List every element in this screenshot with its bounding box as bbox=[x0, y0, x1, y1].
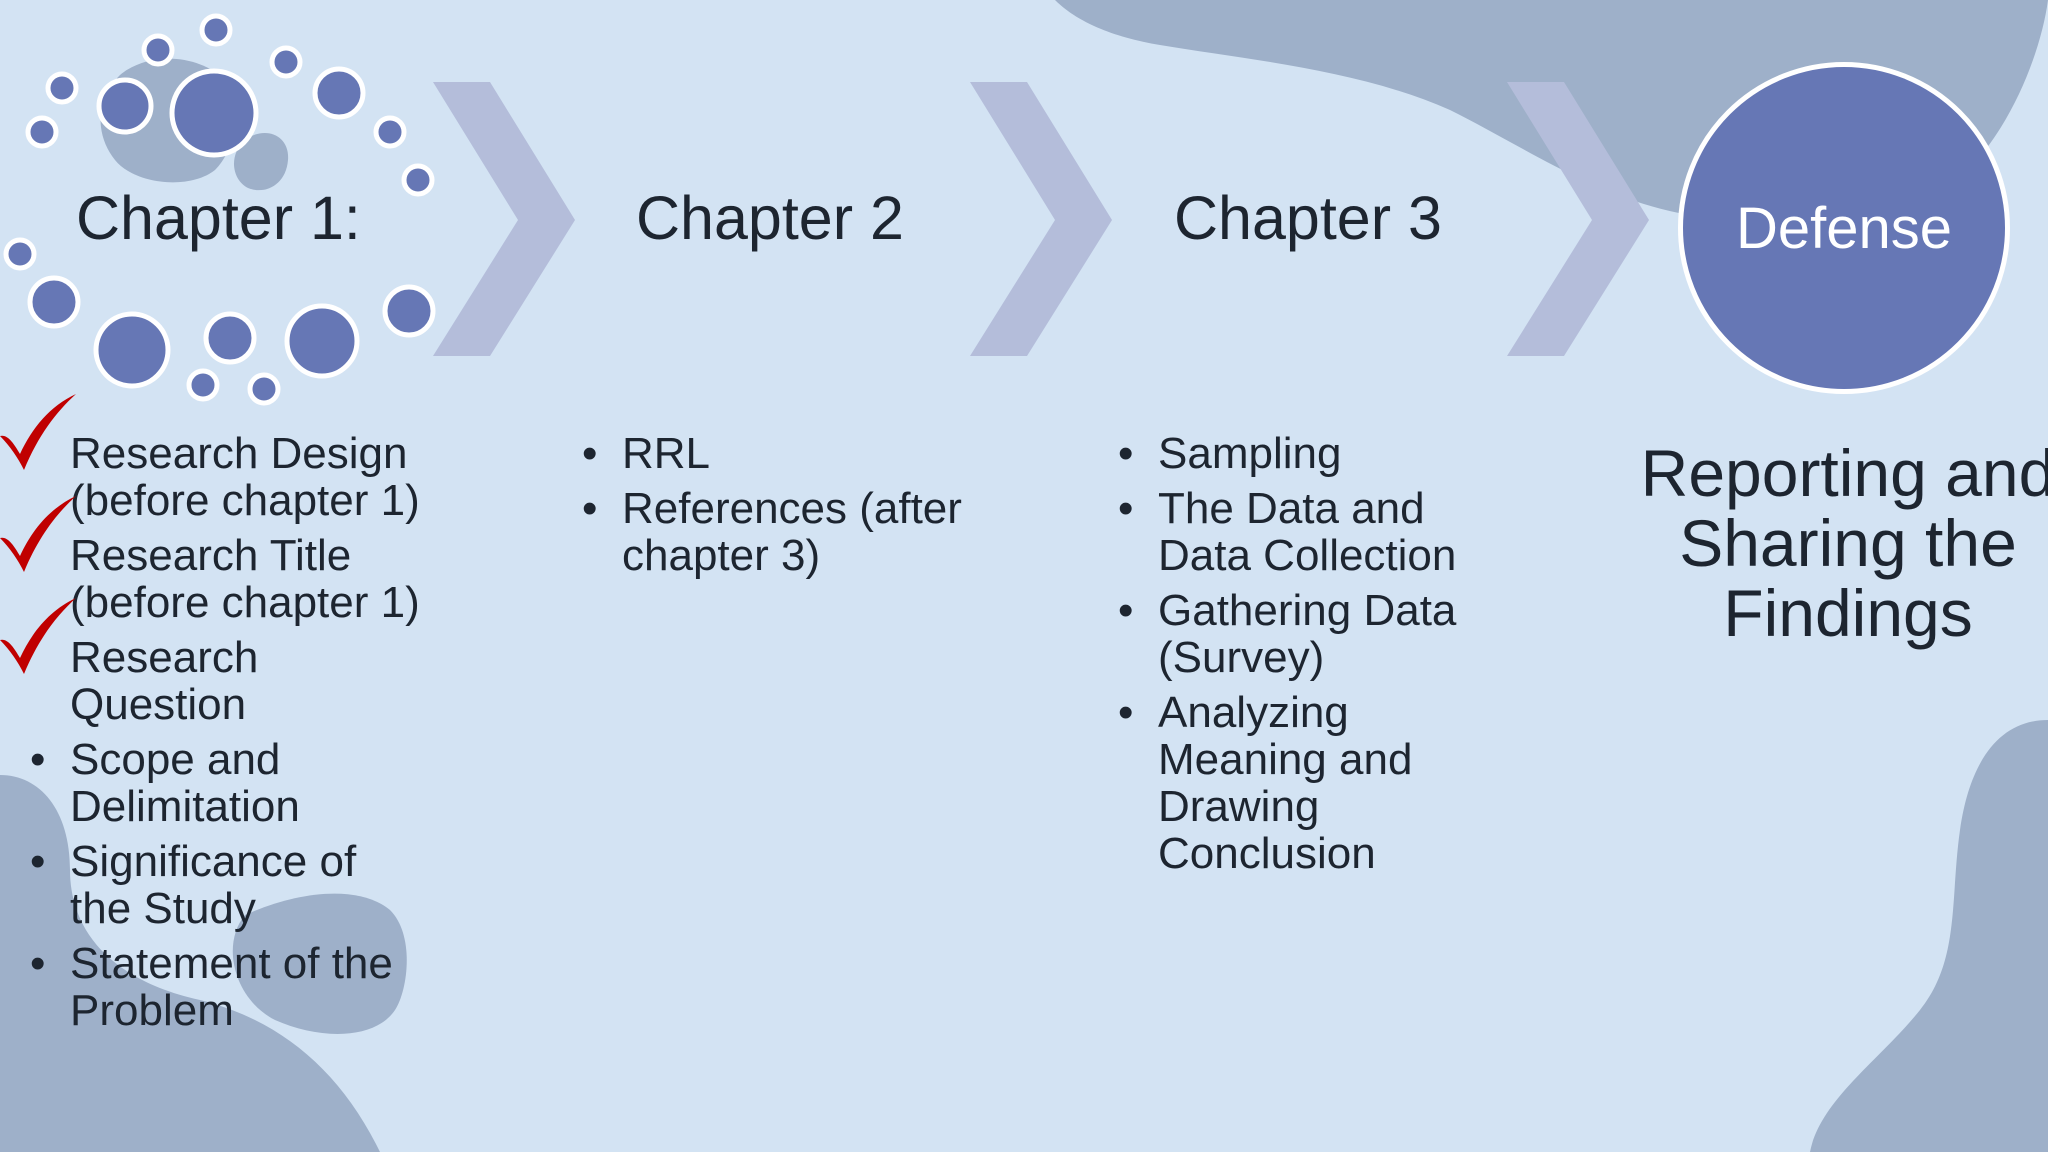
bullet-icon: • bbox=[582, 429, 598, 478]
defense-label: Defense bbox=[1735, 195, 1953, 261]
checkmark-icon bbox=[0, 496, 76, 572]
blob-bottom-left-small bbox=[232, 893, 407, 1034]
list-item-text: Statement of the Problem bbox=[70, 939, 393, 1035]
defense-circle: Defense bbox=[1678, 62, 2010, 394]
chapter-1-list: Research Design (before chapter 1) Resea… bbox=[0, 394, 420, 1042]
list-item: • Statement of the Problem bbox=[30, 940, 420, 1034]
list-item-text: Scope and Delimitation bbox=[70, 735, 300, 831]
list-item-text: Research Design (before chapter 1) bbox=[70, 429, 420, 525]
chapter-2-list: • RRL • References (after chapter 3) bbox=[582, 430, 1002, 587]
list-item: • Significance of the Study bbox=[30, 838, 420, 932]
list-item-text: References (after chapter 3) bbox=[622, 484, 962, 580]
list-item-text: Analyzing Meaning and Drawing Conclusion bbox=[1158, 688, 1413, 878]
list-item: Research Question bbox=[0, 598, 420, 729]
chapter-3-list: • Sampling • The Data and Data Collectio… bbox=[1118, 430, 1498, 885]
list-item-text: Research Title (before chapter 1) bbox=[70, 531, 420, 627]
list-item: • Analyzing Meaning and Drawing Conclusi… bbox=[1118, 689, 1498, 877]
list-item: • Scope and Delimitation bbox=[30, 736, 420, 830]
chevron-right-icon bbox=[433, 82, 575, 356]
bullet-icon: • bbox=[1118, 484, 1134, 533]
list-item: • The Data and Data Collection bbox=[1118, 485, 1498, 579]
list-item: • References (after chapter 3) bbox=[582, 485, 1002, 579]
bullet-icon: • bbox=[30, 939, 46, 988]
bubbles bbox=[3, 13, 436, 406]
list-item-text: Research Question bbox=[70, 633, 259, 729]
list-item-text: The Data and Data Collection bbox=[1158, 484, 1457, 580]
bullet-icon: • bbox=[1118, 688, 1134, 737]
list-item: • Sampling bbox=[1118, 430, 1498, 477]
list-item-text: RRL bbox=[622, 429, 711, 478]
chapter-3-title: Chapter 3 bbox=[1174, 184, 1442, 252]
chapter-1-title: Chapter 1: bbox=[76, 184, 361, 252]
bullet-icon: • bbox=[582, 484, 598, 533]
list-item-text: Gathering Data (Survey) bbox=[1158, 586, 1457, 682]
list-item-text: Significance of the Study bbox=[70, 837, 357, 933]
bullet-icon: • bbox=[30, 837, 46, 886]
chevron-right-icon bbox=[1507, 82, 1649, 356]
chevron-right-icon bbox=[970, 82, 1112, 356]
blob-top-left-small bbox=[233, 132, 289, 191]
chapter-2-title: Chapter 2 bbox=[636, 184, 904, 252]
bullet-icon: • bbox=[1118, 429, 1134, 478]
list-item: Research Title (before chapter 1) bbox=[0, 496, 420, 627]
list-item: • RRL bbox=[582, 430, 1002, 477]
blob-bottom-right bbox=[1810, 720, 2048, 1152]
list-item: • Gathering Data (Survey) bbox=[1118, 587, 1498, 681]
list-item-text: Sampling bbox=[1158, 429, 1342, 478]
blob-bottom-left bbox=[0, 775, 380, 1152]
checkmark-icon bbox=[0, 394, 76, 470]
list-item: Research Design (before chapter 1) bbox=[0, 394, 420, 525]
final-step-description: Reporting and Sharing the Findings bbox=[1640, 436, 2048, 650]
bullet-icon: • bbox=[30, 735, 46, 784]
bullet-icon: • bbox=[1118, 586, 1134, 635]
checkmark-icon bbox=[0, 598, 76, 674]
